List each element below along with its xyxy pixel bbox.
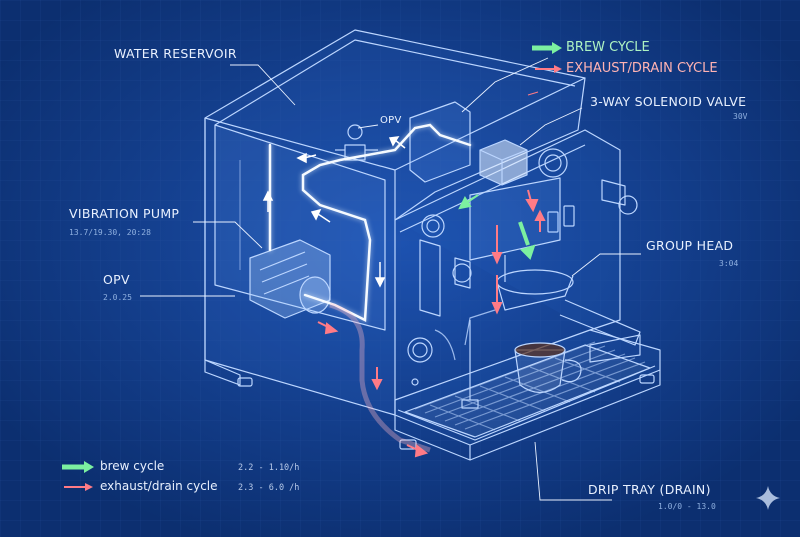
label-opv-left: OPV — [103, 272, 130, 287]
brew-arrows — [458, 194, 536, 260]
exhaust-arrows — [317, 91, 546, 458]
leader-lines — [140, 57, 641, 501]
label-vibration-pump-spec: 13.7/19.30, 20:28 — [69, 228, 151, 237]
legend-bottom-arrows — [62, 461, 94, 491]
label-group-head: GROUP HEAD — [646, 238, 734, 253]
sparkle-icon — [756, 486, 780, 510]
legend-bottom-brew-rate: 2.2 - 1.10/h — [238, 463, 300, 473]
tube-arrows — [262, 136, 406, 288]
label-opv-top: OPV — [380, 115, 402, 126]
label-solenoid-spec: 30V — [733, 112, 748, 121]
label-3-way-solenoid-valve: 3-WAY SOLENOID VALVE — [590, 94, 747, 109]
label-group-head-spec: 3:04 — [719, 259, 739, 268]
label-vibration-pump: VIBRATION PUMP — [69, 206, 180, 221]
label-drip-tray-spec: 1.0/0 - 13.0 — [658, 502, 716, 511]
label-water-reservoir: WATER RESERVOIR — [114, 46, 237, 61]
legend-bottom-brew: brew cycle — [100, 459, 165, 473]
label-drip-tray: DRIP TRAY (DRAIN) — [588, 482, 711, 497]
legend-bottom-exhaust-rate: 2.3 - 6.0 /h — [238, 483, 300, 493]
legend-exhaust-drain-cycle: EXHAUST/DRAIN CYCLE — [566, 61, 718, 76]
label-opv-left-spec: 2.0.25 — [103, 293, 132, 302]
legend-bottom-exhaust: exhaust/drain cycle — [100, 479, 218, 493]
machine-body — [204, 29, 661, 461]
drain-tube — [329, 302, 431, 453]
legend-top-arrows — [532, 42, 562, 73]
legend-brew-cycle: BREW CYCLE — [566, 40, 650, 55]
